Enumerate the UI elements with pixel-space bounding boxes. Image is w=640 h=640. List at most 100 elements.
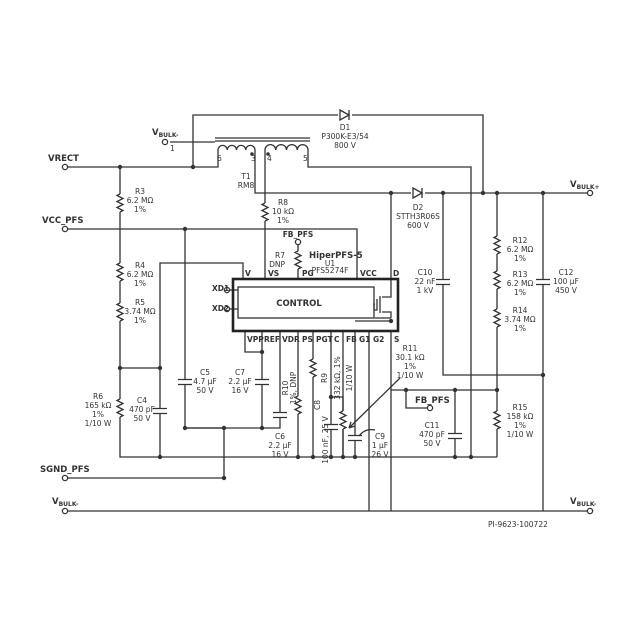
label-r6: 165 kΩ	[85, 401, 112, 410]
resistor-R13	[492, 270, 502, 290]
terminal[interactable]	[223, 305, 231, 313]
label-r3: R3	[135, 187, 145, 196]
resistor-R6	[115, 398, 125, 418]
terminal[interactable]	[223, 286, 231, 294]
junction-dot	[157, 454, 163, 460]
junction-dot	[328, 394, 334, 400]
label-d2: D2	[413, 203, 424, 212]
label-c11: 470 pF	[419, 430, 445, 439]
label-r11: 30.1 kΩ	[395, 353, 424, 362]
net-fb-pfs-right: FB_PFS	[415, 396, 450, 406]
junction-dot	[388, 318, 394, 324]
wire	[65, 150, 219, 168]
label-d2: 600 V	[407, 221, 430, 230]
label-r4: 1%	[134, 279, 146, 288]
wire	[65, 228, 358, 278]
label-r15: 158 kΩ	[507, 412, 534, 421]
label-d1: D1	[340, 123, 351, 132]
pin-xd1: XD1	[212, 284, 229, 293]
pin-label: VS	[268, 269, 279, 278]
label-d2: STTH3R06S	[396, 212, 440, 221]
label-d1: P300K-E3/54	[321, 132, 368, 141]
junction-dot	[117, 365, 123, 371]
label-r10: R10	[281, 380, 290, 395]
terminal[interactable]	[61, 163, 69, 171]
label-r11: 1/10 W	[397, 371, 424, 380]
label-c5: 4.7 µF	[193, 377, 216, 386]
capacitor-C6	[273, 411, 287, 419]
junction-dot	[157, 365, 163, 371]
t1-pin-6: 6	[217, 154, 222, 163]
pin-label: PGT	[316, 335, 334, 344]
capacitor-C11	[448, 432, 462, 440]
control-block	[237, 286, 375, 319]
transformer-winding	[264, 144, 309, 151]
pin-label: G1	[359, 335, 370, 344]
drawing-id: PI-9623-100722	[488, 520, 548, 529]
wire	[442, 193, 543, 376]
terminal[interactable]	[61, 474, 69, 482]
label-r6: 1/10 W	[85, 419, 112, 428]
label-c12: 100 µF	[553, 277, 579, 286]
label-c7: C7	[235, 368, 245, 377]
diode-D1	[339, 108, 351, 122]
label-r6: R6	[93, 392, 103, 401]
capacitor-C7	[255, 378, 269, 386]
junction-dot	[403, 387, 409, 393]
label-c9: 26 V	[371, 450, 389, 459]
label-c7: 16 V	[231, 386, 249, 395]
label-c11: 50 V	[423, 439, 441, 448]
terminal[interactable]	[161, 138, 169, 146]
wire	[405, 390, 427, 409]
label-c10: 22 nF	[415, 277, 436, 286]
junction-dot	[452, 454, 458, 460]
label-c10: C10	[418, 268, 433, 277]
terminal[interactable]	[586, 189, 594, 197]
label-r15: 1%	[514, 421, 526, 430]
terminal[interactable]	[294, 238, 302, 246]
terminal[interactable]	[426, 404, 434, 412]
label-c9: C9	[375, 432, 385, 441]
label-r11: 1%	[404, 362, 416, 371]
label-c5: C5	[200, 368, 210, 377]
label-r15: R15	[513, 403, 528, 412]
label-r8: R8	[278, 198, 288, 207]
label-r12: 1%	[514, 254, 526, 263]
label-d1: 800 V	[334, 141, 357, 150]
label-r4: 6.2 MΩ	[127, 270, 154, 279]
junction-dot	[117, 164, 123, 170]
terminal[interactable]	[61, 507, 69, 515]
label-c8: C8	[313, 400, 322, 410]
t1-pin-4: 4	[267, 154, 272, 163]
wire	[244, 332, 262, 353]
net-vcc-pfs: VCC_PFS	[42, 216, 83, 226]
terminal[interactable]	[61, 225, 69, 233]
pin-xd2: XD2	[212, 304, 229, 313]
symbols	[61, 108, 594, 515]
pin-label: PG	[302, 269, 314, 278]
resistor-R11	[338, 410, 348, 430]
label-c6: 16 V	[271, 450, 289, 459]
label-c4: 50 V	[133, 414, 151, 423]
pin-label: G2	[373, 335, 384, 344]
label-r5: R5	[135, 298, 145, 307]
resistor-R3	[115, 193, 125, 213]
capacitor-C4	[153, 407, 167, 415]
terminal[interactable]	[586, 507, 594, 515]
capacitor-C10	[436, 278, 450, 286]
resistor-R5	[115, 302, 125, 322]
wire	[159, 262, 244, 368]
capacitor-C8	[324, 423, 338, 431]
junction-dot	[259, 425, 265, 431]
junction-dot	[540, 372, 546, 378]
junction-dot	[468, 454, 474, 460]
label-r7: R7	[275, 251, 285, 260]
junction-dot	[440, 190, 446, 196]
junction-dot	[182, 226, 188, 232]
t1-pin-5: 5	[303, 154, 308, 163]
label-r11: R11	[403, 344, 418, 353]
net-vbulk-top: VBULK-	[152, 128, 179, 139]
junction-dot	[310, 454, 316, 460]
junction-dot	[388, 190, 394, 196]
